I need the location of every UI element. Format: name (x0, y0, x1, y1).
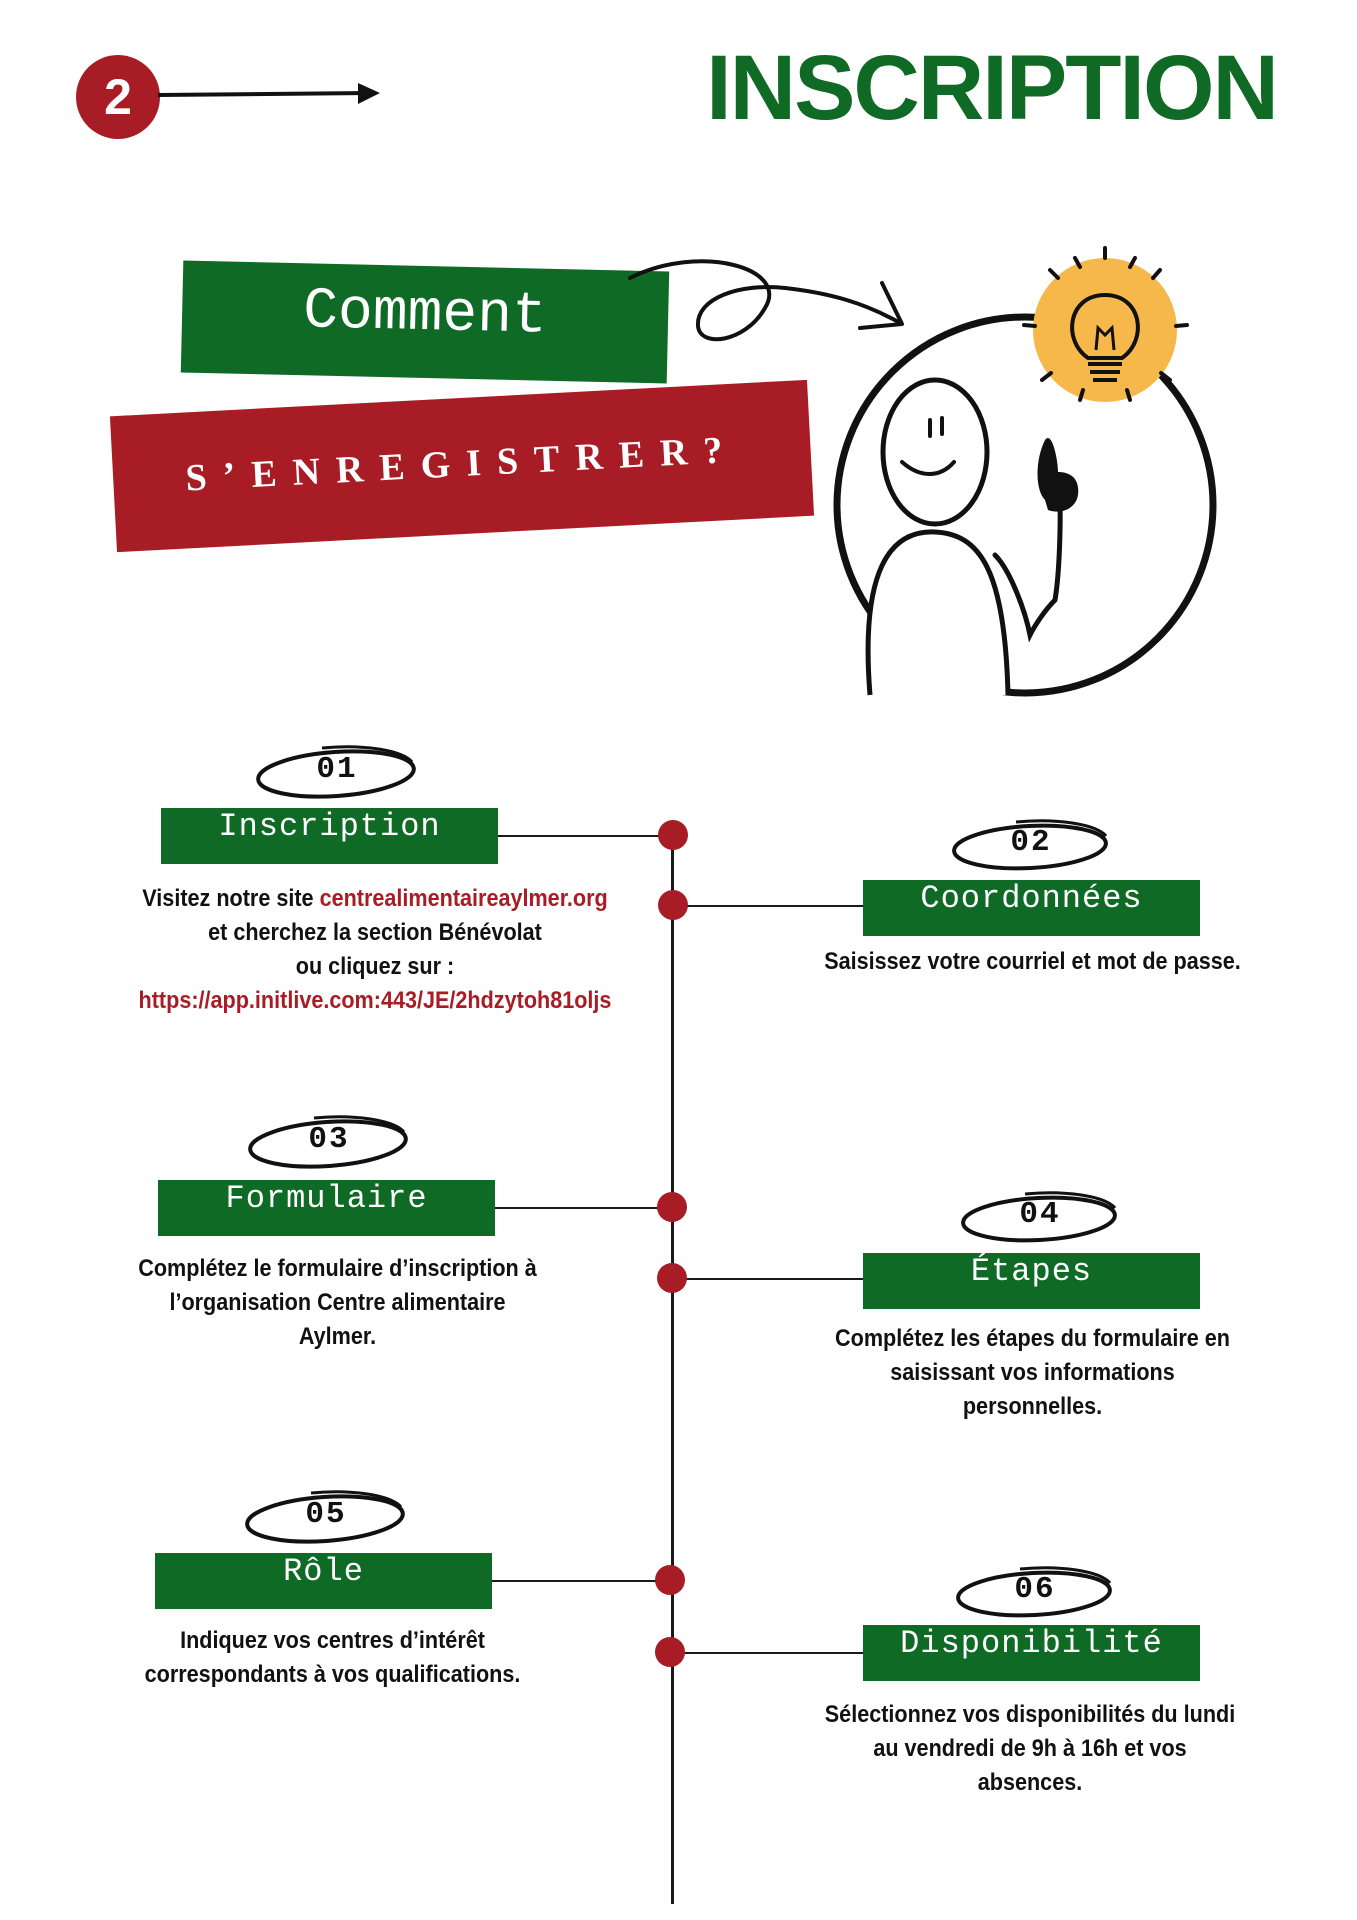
step-desc-01: Visitez notre site centrealimentaireaylm… (92, 882, 659, 1018)
arrow-right-icon (158, 83, 380, 104)
step-label-04: Étapes (863, 1253, 1200, 1309)
step-desc-01-text: Visitez notre site (142, 885, 320, 912)
number-oval-06 (956, 1566, 1112, 1618)
site-link[interactable]: centrealimentaireaylmer.org (319, 885, 608, 912)
person-idea-illustration (833, 246, 1217, 697)
step-label-02: Coordonnées (863, 880, 1200, 936)
step-desc-03: Complétez le formulaire d’inscription à … (138, 1255, 537, 1350)
number-oval-05 (245, 1490, 405, 1544)
step-number-04: 04 (1019, 1197, 1061, 1232)
timeline-dot-01 (658, 820, 688, 850)
step-desc-01-line3: ou cliquez sur : (295, 953, 455, 980)
step-desc-04: Complétez les étapes du formulaire en sa… (835, 1325, 1230, 1420)
curly-arrow-icon (628, 259, 904, 342)
step-label-01: Inscription (161, 808, 498, 864)
hero-title-line1: Comment (302, 279, 548, 350)
timeline-line (671, 832, 674, 1904)
number-oval-01 (256, 745, 416, 799)
step-number-05: 05 (305, 1497, 347, 1532)
number-oval-02 (952, 819, 1108, 871)
registration-url-link[interactable]: https://app.initlive.com:443/JE/2hdzytoh… (138, 987, 612, 1014)
connector-01 (498, 835, 673, 837)
step-desc-02: Saisissez votre courriel et mot de passe… (824, 948, 1241, 975)
connector-04 (673, 1278, 863, 1280)
number-oval-03 (248, 1115, 408, 1169)
timeline-dot-05 (655, 1565, 685, 1595)
number-oval-04 (961, 1191, 1117, 1243)
step-desc-06: Sélectionnez vos disponibilités du lundi… (824, 1701, 1236, 1796)
timeline-dot-06 (655, 1637, 685, 1667)
step-number-badge: 2 (76, 55, 160, 139)
step-number-02: 02 (1010, 825, 1052, 860)
connector-05 (492, 1580, 673, 1582)
timeline-dot-02 (658, 890, 688, 920)
step-number-01: 01 (316, 752, 358, 787)
step-number-03: 03 (308, 1122, 350, 1157)
step-desc-05: Indiquez vos centres d’intérêt correspon… (144, 1627, 521, 1688)
timeline-dot-04 (657, 1263, 687, 1293)
page-title: INSCRIPTION (706, 37, 1279, 139)
timeline-dot-03 (657, 1192, 687, 1222)
step-label-06: Disponibilité (863, 1625, 1200, 1681)
connector-06 (673, 1652, 863, 1654)
step-label-03: Formulaire (158, 1180, 495, 1236)
step-desc-01-line2: et cherchez la section Bénévolat (208, 919, 542, 946)
connector-02 (673, 905, 863, 907)
connector-03 (495, 1207, 673, 1209)
step-label-05: Rôle (155, 1553, 492, 1609)
step-number-06: 06 (1014, 1572, 1056, 1607)
